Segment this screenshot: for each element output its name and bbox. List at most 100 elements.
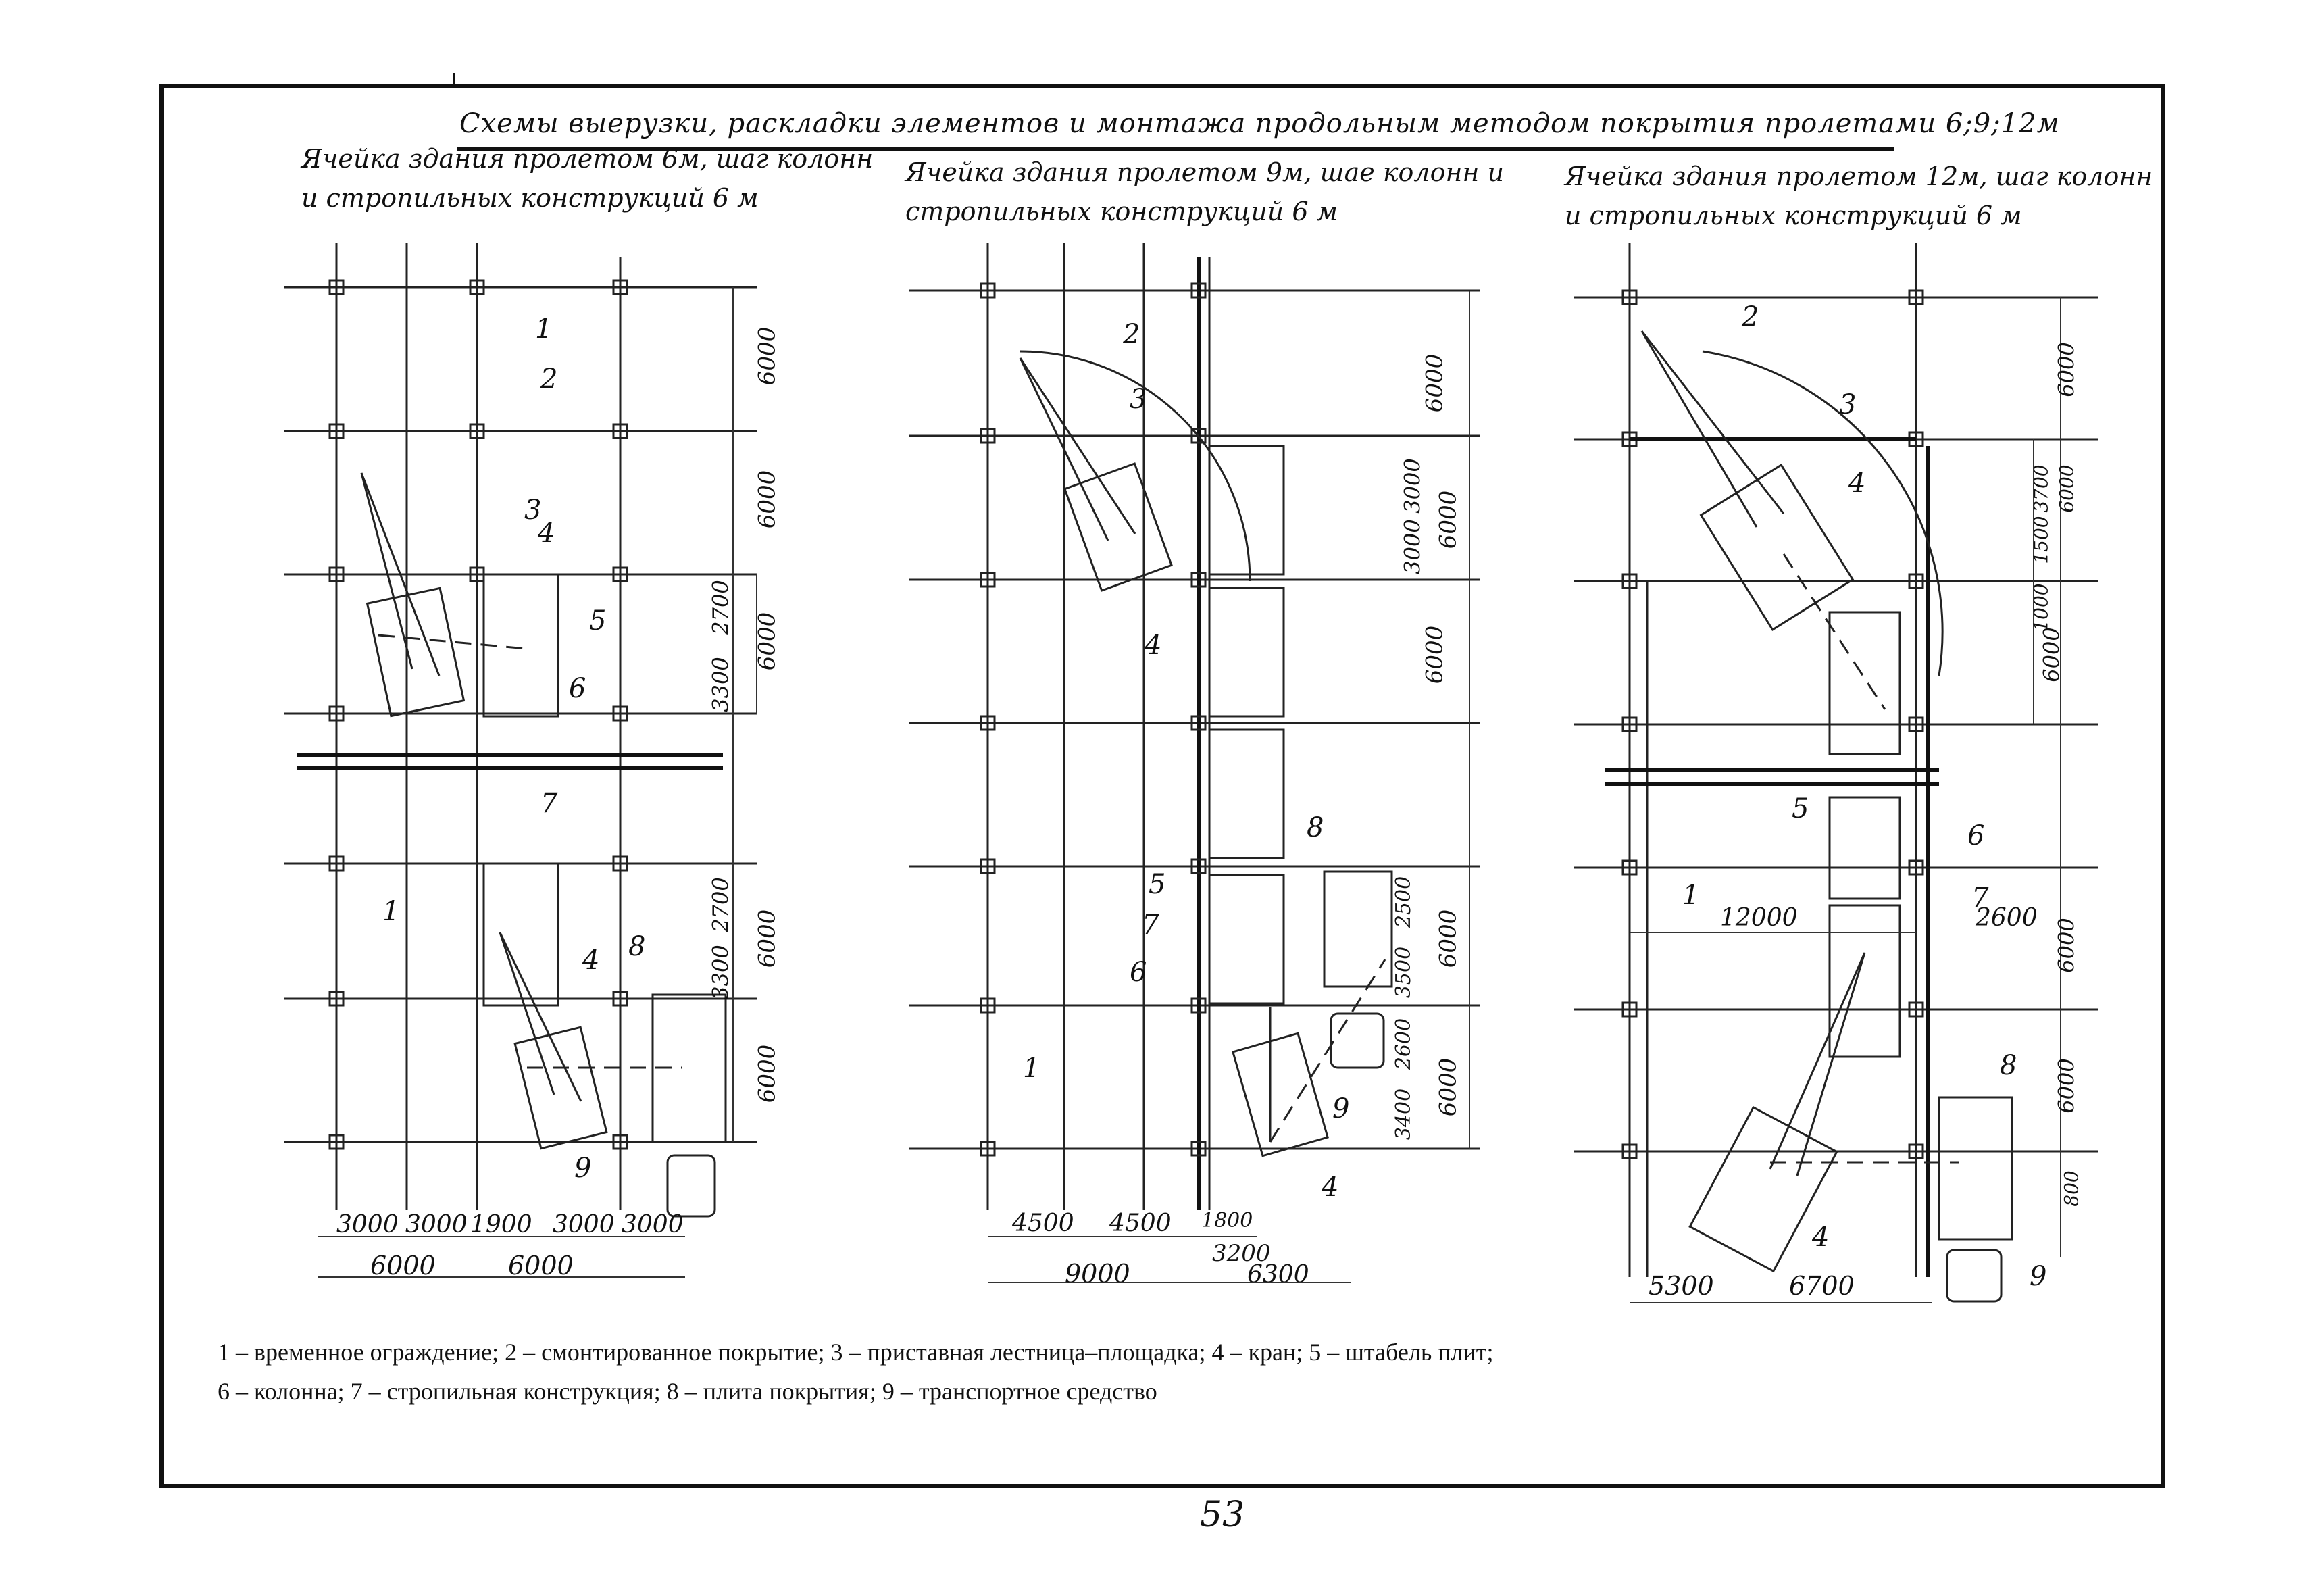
panel-2-dim-bottom: 4500	[1109, 1210, 1172, 1237]
panel-1-caption: Ячейка здания пролетом 6м, шаг колонн и …	[301, 139, 873, 218]
panel-1-callout: 3	[524, 495, 542, 526]
panel-3-crane-lower	[1688, 952, 1959, 1273]
panel-1-plan	[284, 243, 757, 1278]
panel-2-dim-bottom-total: 9000	[1065, 1259, 1130, 1289]
panel-1-dim-vertical: 3300	[707, 657, 734, 712]
panel-1-callout: 4	[582, 945, 600, 976]
panel-2-callout: 1	[1023, 1053, 1040, 1084]
panel-2-callout: 8	[1307, 812, 1324, 843]
panel-2-slab-2	[1208, 587, 1285, 718]
panel-2-columns	[980, 282, 1207, 1157]
panel-2-plan	[909, 243, 1480, 1283]
title-underline	[457, 147, 1894, 151]
panel-1-dim-vertical: 6000	[753, 909, 781, 968]
panel-2-caption: Ячейка здания пролетом 9м, шае колонн и …	[905, 153, 1504, 231]
panel-3-callout: 3	[1839, 389, 1857, 420]
panel-2-callout: 7	[1142, 909, 1159, 941]
panel-3-dims	[1630, 297, 2061, 1303]
panel-3-truck	[1946, 1249, 2003, 1303]
panel-2-dim-vertical: 3400	[1392, 1088, 1416, 1141]
panel-2-dim-vertical: 6000	[1421, 353, 1449, 413]
panel-3-caption-line2: и стропильных конструкций 6 м	[1565, 201, 2022, 230]
panel-3-callout: 2	[1742, 301, 1759, 332]
panel-3-dim-vertical: 6000	[2053, 342, 2080, 397]
panel-1-crane-lower	[499, 932, 682, 1150]
panel-3-callout: 1	[1682, 880, 1700, 911]
panel-1-dim-bottom-total: 6000	[370, 1251, 436, 1280]
panel-1-dim-vertical: 3300	[707, 945, 734, 1000]
panel-3-crane-upper	[1640, 330, 1886, 710]
sheet-title: Схемы выерузки, раскладки элементов и мо…	[459, 108, 2060, 139]
panel-2-caption-line1: Ячейка здания пролетом 9м, шае колонн и	[905, 157, 1505, 187]
panel-1-callout: 7	[540, 788, 558, 819]
panel-2-dim-vertical: 6000	[1434, 490, 1462, 549]
panel-2-slab-1	[1208, 445, 1285, 576]
panel-2-dim-vertical: 2500	[1392, 876, 1416, 928]
panel-1-dim-bottom: 3000	[336, 1211, 399, 1239]
panel-3-dim-vertical: 6000	[2053, 1058, 2080, 1114]
panel-1-dim-vertical: 6000	[753, 1044, 781, 1103]
panel-2-dim-vertical: 3000	[1399, 458, 1426, 514]
panel-1-dim-bottom: 3000	[553, 1211, 615, 1239]
panel-2-callout: 3	[1130, 384, 1147, 415]
panel-3-callout: 4	[1812, 1222, 1830, 1253]
panel-3-grid	[1574, 243, 2098, 1277]
panel-2-callout: 2	[1123, 319, 1140, 350]
panel-1-dim-vertical: 6000	[753, 470, 781, 529]
panel-1-dim-bottom: 1900	[470, 1211, 532, 1239]
page-number: 53	[1200, 1495, 1245, 1535]
panel-1-callout: 9	[574, 1153, 592, 1184]
panel-1-callout: 4	[538, 518, 555, 549]
panel-1-dim-vertical: 6000	[753, 326, 781, 386]
panel-1-roof-slab	[651, 993, 727, 1143]
panel-2-dim-bottom-total: 6300	[1247, 1261, 1309, 1289]
panel-3-crane-swing-arc	[1702, 350, 1944, 676]
panel-3-slab-stack	[1828, 796, 1901, 900]
panel-3-callout: 9	[2030, 1261, 2047, 1292]
panel-1-callout: 1	[382, 896, 400, 927]
panel-1-caption-line2: и стропильных конструкций 6 м	[301, 183, 759, 213]
panel-3-callout: 8	[2000, 1050, 2017, 1081]
panel-3-dim-vertical: 6000	[2053, 918, 2080, 973]
panel-1-dims	[318, 287, 757, 1278]
panel-1-dim-vertical: 6000	[753, 612, 781, 671]
drawing-frame	[159, 84, 2165, 1488]
panel-1-columns	[328, 279, 628, 1150]
panel-3-dim-vertical: 1500	[2030, 516, 2053, 564]
legend-line2: 6 – колонна; 7 – стропильная конструкция…	[218, 1378, 1157, 1405]
panel-2-callout: 5	[1149, 869, 1166, 900]
panel-1-dim-vertical: 2700	[707, 877, 734, 932]
panel-3-caption: Ячейка здания пролетом 12м, шаг колонн и…	[1565, 157, 2153, 235]
panel-2-dim-vertical: 6000	[1434, 1057, 1462, 1117]
panel-2-dim-bottom: 1800	[1201, 1209, 1253, 1232]
panel-1-callout: 5	[589, 605, 607, 637]
panel-2-dims	[988, 291, 1470, 1283]
panel-2-dim-bottom: 4500	[1012, 1210, 1074, 1237]
panel-1-dim-bottom: 3000	[405, 1211, 468, 1239]
panel-2-dim-vertical: 2600	[1392, 1018, 1416, 1070]
panel-3-dim-bottom: 5300	[1649, 1271, 1714, 1301]
panel-2-slab-stack	[1208, 874, 1285, 1005]
panel-2-callout: 9	[1332, 1093, 1350, 1124]
panel-2-callout: 4	[1322, 1172, 1339, 1203]
panel-2-truck	[1330, 1012, 1385, 1069]
frame-tick	[453, 73, 455, 88]
panel-1-callout: 2	[540, 364, 558, 395]
panel-3-caption-line1: Ячейка здания пролетом 12м, шаг колонн	[1565, 161, 2153, 191]
panel-2-crane-upper	[1019, 357, 1173, 592]
panel-3-callout: 7	[1971, 882, 1989, 914]
panel-3-dim-bottom: 6700	[1789, 1271, 1855, 1301]
panel-2-dim-vertical: 6000	[1421, 625, 1449, 684]
panel-3-dim-inner: 2600	[1976, 904, 2038, 932]
panel-3-plan	[1574, 243, 2098, 1303]
panel-3-dim-vertical: 6000	[2038, 627, 2065, 682]
panel-3-callout: 5	[1792, 793, 1809, 824]
panel-3-slab-stack-lower	[1828, 904, 1901, 1058]
panel-1-crane-upper	[360, 472, 528, 718]
panel-1-dim-bottom-total: 6000	[508, 1251, 574, 1280]
panel-3-callout: 6	[1967, 820, 1985, 851]
panel-2-caption-line2: стропильных конструкций 6 м	[905, 197, 1338, 226]
panel-2-callout: 4	[1145, 630, 1162, 661]
panel-2-roof-slab	[1323, 870, 1393, 988]
panel-1-callout: 1	[535, 314, 553, 345]
